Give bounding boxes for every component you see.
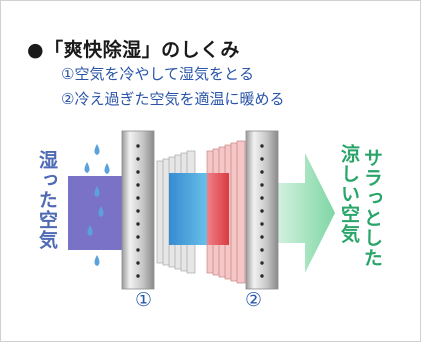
- water-drop-icon: [94, 255, 100, 266]
- dry-air-label: サラっとした: [361, 148, 383, 268]
- cold-air-core: [169, 173, 207, 245]
- marker-two: ②: [245, 289, 263, 311]
- step-2-text: ②冷え過ぎた空気を適温に暖める: [61, 90, 285, 108]
- diagram-heading: ●「爽快除湿」のしくみ: [27, 35, 240, 62]
- water-drop-icon: [94, 186, 100, 197]
- water-drop-icon: [84, 162, 90, 173]
- step-1-text: ①空気を冷やして湿気をとる: [61, 65, 254, 83]
- water-drop-icon: [98, 206, 104, 217]
- humid-air-block: [68, 176, 124, 250]
- water-drop-icon: [87, 225, 93, 236]
- humid-air-label: 湿った空気: [36, 150, 58, 250]
- water-drop-icon: [94, 144, 100, 155]
- marker-one: ①: [135, 289, 153, 311]
- plate-holes: [136, 144, 264, 278]
- heading-bullet: ●: [27, 39, 45, 61]
- cool-air-label: 涼しい空気: [338, 144, 360, 244]
- water-drop-icons: [84, 144, 110, 266]
- airflow-arrow: [267, 153, 335, 273]
- warm-air-core: [207, 173, 229, 245]
- water-drop-icon: [104, 163, 110, 174]
- heading-title: 「爽快除湿」のしくみ: [44, 39, 240, 61]
